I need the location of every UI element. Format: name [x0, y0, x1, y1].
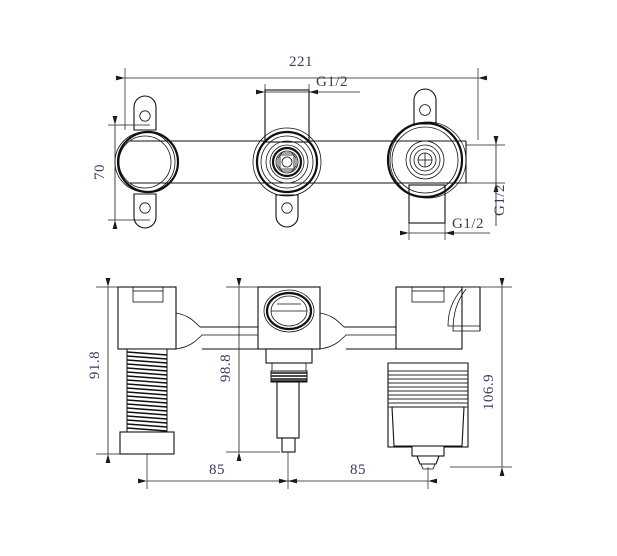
dimension-overall-width-label: 221	[289, 54, 313, 70]
dimension-left-height: 91.8	[87, 278, 120, 463]
dimension-thread-right-vertical-label: G1/2	[492, 184, 508, 216]
left-outlet-fitting	[114, 95, 180, 229]
dimension-thread-right-vertical: G1/2	[466, 136, 508, 226]
dimension-spacing-right: 85	[279, 462, 437, 489]
right-thread-ribs	[388, 362, 468, 408]
center-valve-assembly	[252, 89, 322, 228]
right-inlet-fitting	[386, 88, 467, 224]
dimension-overall-height-label: 70	[92, 164, 108, 180]
dimension-right-height: 106.9	[450, 278, 512, 476]
center-body-transition	[319, 312, 398, 350]
left-body-transition	[175, 312, 262, 350]
left-spindle-assembly	[117, 286, 177, 455]
dimension-left-height-label: 91.8	[87, 351, 103, 379]
center-nut-hatching	[271, 372, 307, 382]
dimension-thread-top-center: G1/2	[256, 74, 360, 95]
dimension-thread-bottom-right-label: G1/2	[452, 216, 484, 232]
front-view-group: 221 G1/2 70	[92, 54, 508, 240]
dimension-thread-bottom-right: G1/2	[400, 216, 490, 240]
dimension-spacing-right-label: 85	[350, 462, 366, 478]
left-thread-hatching	[126, 351, 168, 432]
dimension-center-height: 98.8	[218, 278, 280, 461]
side-view-group: 91.8 98.8 106.9 85	[87, 278, 512, 489]
dimension-spacing-left-label: 85	[209, 462, 225, 478]
right-cartridge-assembly	[387, 286, 481, 470]
dimension-center-height-label: 98.8	[218, 354, 234, 382]
dimension-overall-width: 221	[116, 54, 487, 140]
dimension-overall-height: 70	[92, 116, 150, 229]
dimension-spacing-left: 85	[138, 452, 297, 489]
dimension-thread-top-center-label: G1/2	[316, 74, 348, 90]
dimension-right-height-label: 106.9	[481, 374, 497, 410]
center-stem-assembly	[257, 286, 321, 453]
